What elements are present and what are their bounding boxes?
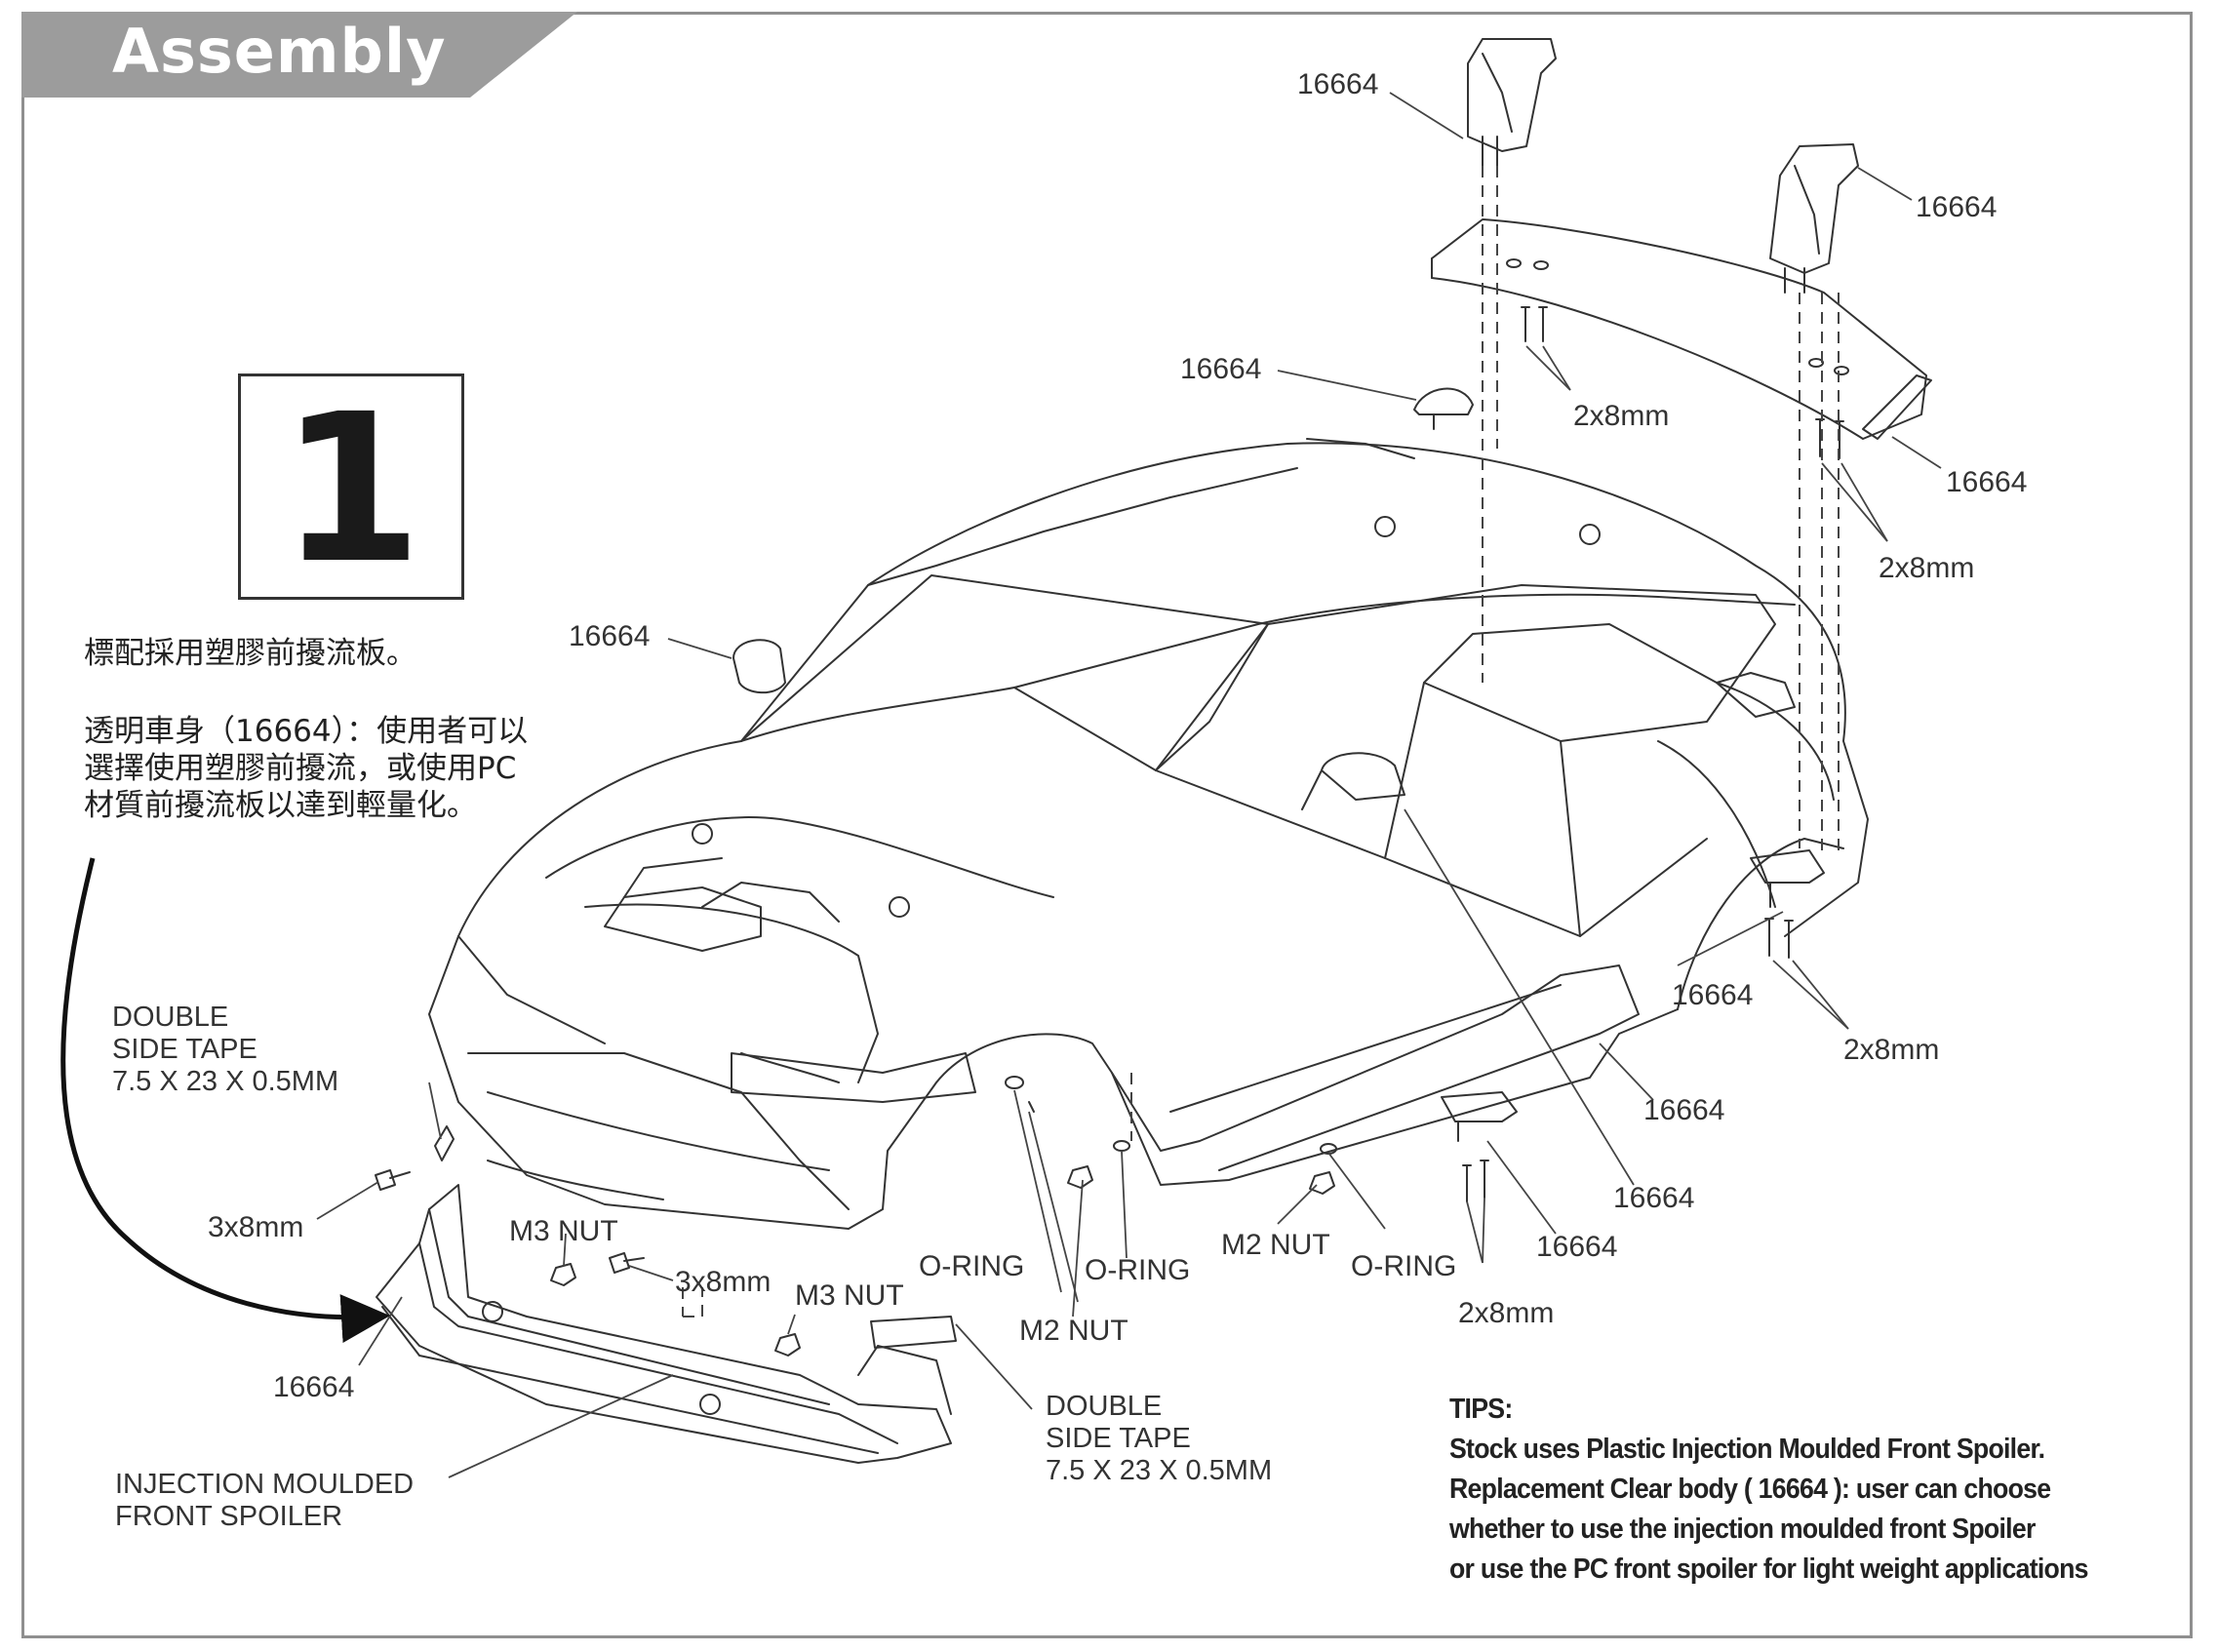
- label-m3-nut-2: M3 NUT: [795, 1279, 904, 1312]
- tips-line2: Replacement Clear body ( 16664 ): user c…: [1449, 1474, 2051, 1505]
- label-tape-left-1: DOUBLE: [112, 1002, 229, 1033]
- label-side-skirt-1: 16664: [1643, 1094, 1725, 1126]
- label-m3-nut-1: M3 NUT: [509, 1215, 618, 1247]
- assembly-guides: [682, 166, 1840, 1318]
- front-tape-bottom: [870, 1316, 957, 1349]
- label-oring-3: O-RING: [1351, 1250, 1457, 1282]
- step-box: 1: [238, 370, 464, 609]
- side-body-mount: [1441, 1091, 1518, 1142]
- label-m2-nut-2: M2 NUT: [1221, 1229, 1330, 1261]
- leader-lines: [316, 92, 1942, 1478]
- label-spoiler: INJECTION MOULDED FRONT SPOILER: [115, 1469, 414, 1533]
- label-screw-rear: 2x8mm: [1843, 1034, 1940, 1066]
- label-mirror: 16664: [569, 620, 651, 652]
- wing-mount-left: [1467, 38, 1557, 167]
- label-tape-bottom-1: DOUBLE: [1046, 1391, 1163, 1422]
- hardware-items: [375, 1076, 1337, 1357]
- label-side-mount: 16664: [1536, 1231, 1618, 1263]
- label-m2-nut-1: M2 NUT: [1019, 1315, 1128, 1347]
- tips-block: TIPS: Stock uses Plastic Injection Mould…: [1449, 1390, 2088, 1590]
- label-wing-end: 16664: [1946, 466, 2028, 498]
- spoiler-arrow: [60, 857, 390, 1344]
- header-title: Assembly: [112, 16, 447, 87]
- label-side-skirt-2: 16664: [1613, 1182, 1695, 1214]
- note-zh-line4: 材質前擾流板以達到輕量化。: [84, 788, 477, 823]
- rear-body-mount: [1750, 849, 1825, 908]
- tips-line3: whether to use the injection moulded fro…: [1449, 1514, 2036, 1545]
- wing-mount-right: [1769, 143, 1859, 294]
- car-body: [428, 438, 1869, 1230]
- label-wing-mount-left: 16664: [1297, 68, 1379, 100]
- antenna-part: [1413, 387, 1474, 430]
- note-zh-line2: 透明車身（16664）：使用者可以: [84, 714, 529, 749]
- label-tape-bottom-3: 7.5 X 23 X 0.5MM: [1046, 1455, 1273, 1486]
- mirror-right: [1301, 752, 1405, 810]
- label-wing-mount-right: 16664: [1916, 191, 1998, 223]
- tips-line4: or use the PC front spoiler for light we…: [1449, 1554, 2088, 1585]
- label-tape-bottom: DOUBLE SIDE TAPE 7.5 X 23 X 0.5MM: [1046, 1391, 1272, 1487]
- header-banner-shape: [21, 12, 577, 98]
- label-tape-bottom-2: SIDE TAPE: [1046, 1423, 1191, 1454]
- label-tape-left: DOUBLE SIDE TAPE 7.5 X 23 X 0.5MM: [112, 1002, 338, 1098]
- diagram-frame: [21, 12, 2193, 1638]
- label-screw-front-1: 3x8mm: [208, 1211, 304, 1243]
- note-zh-line1: 標配採用塑膠前擾流板。: [84, 636, 416, 671]
- label-antenna: 16664: [1180, 353, 1262, 385]
- label-screw-side: 2x8mm: [1458, 1297, 1555, 1329]
- label-front-spoiler-part: 16664: [273, 1371, 355, 1403]
- rear-wing: [1431, 218, 1932, 440]
- label-oring-1: O-RING: [919, 1250, 1025, 1282]
- note-zh-line3: 選擇使用塑膠前擾流，或使用PC: [84, 751, 517, 786]
- step-number: 1: [279, 370, 423, 609]
- front-spoiler: [376, 1184, 952, 1464]
- label-screw-wing-1: 2x8mm: [1573, 400, 1670, 432]
- label-oring-2: O-RING: [1085, 1254, 1191, 1286]
- tips-line1: Stock uses Plastic Injection Moulded Fro…: [1449, 1434, 2045, 1465]
- screws: [1462, 306, 1844, 1202]
- label-screw-front-2: 3x8mm: [675, 1266, 772, 1298]
- label-screw-wing-2: 2x8mm: [1879, 552, 1975, 584]
- label-spoiler-2: FRONT SPOILER: [115, 1501, 343, 1532]
- label-tape-left-3: 7.5 X 23 X 0.5MM: [112, 1066, 339, 1097]
- label-rear-mount: 16664: [1672, 979, 1754, 1011]
- label-spoiler-1: INJECTION MOULDED: [115, 1469, 415, 1500]
- tips-heading: TIPS:: [1449, 1394, 1513, 1425]
- mirror-left: [732, 639, 786, 694]
- front-tape-left: [434, 1125, 455, 1161]
- label-tape-left-2: SIDE TAPE: [112, 1034, 257, 1065]
